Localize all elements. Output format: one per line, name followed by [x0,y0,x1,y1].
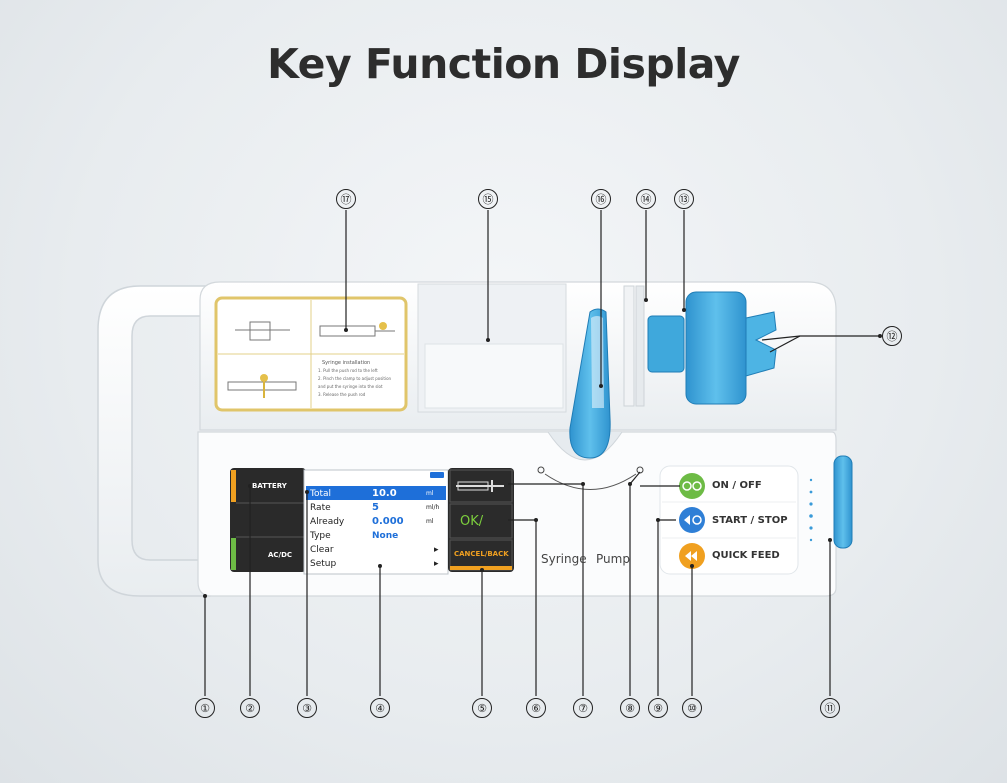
callout-7: ⑦ [573,698,593,718]
callout-4: ④ [370,698,390,718]
callout-16: ⑯ [591,189,611,209]
instruction-line: 1. Pull the push rod to the left [318,368,378,373]
instruction-line: 3. Release the push rod [318,392,366,397]
push-rod-head [647,315,685,373]
instruction-heading: Syringe installation [322,360,371,366]
callout-6: ⑥ [526,698,546,718]
callout-5: ⑤ [472,698,492,718]
start-stop-icon [679,507,705,533]
callout-14: ⑭ [636,189,656,209]
callout-9: ⑨ [648,698,668,718]
page-title: Key Function Display [267,40,740,88]
row-value: 5 [372,502,379,513]
callout-15: ⑮ [478,189,498,209]
battery-label: BATTERY [252,482,287,490]
instruction-line: 2. Pinch the clamp to adjust position [318,376,392,381]
start-stop-button[interactable]: START / STOP [712,515,788,526]
on-off-icon [679,473,705,499]
instruction-line: and put the syringe into the slot [318,384,383,389]
ok-key[interactable]: OK/ [460,514,484,529]
row-value: None [372,531,399,541]
on-off-button[interactable]: ON / OFF [712,480,762,491]
callout-3: ③ [297,698,317,718]
quick-feed-button[interactable]: QUICK FEED [712,550,780,561]
row-label: Clear [310,545,334,555]
row-unit: ▸ [434,545,439,555]
side-knob [833,455,853,549]
acdc-label: AC/DC [268,551,293,559]
row-unit: ml [426,518,434,525]
cancel-back-key[interactable]: CANCEL/BACK [454,550,509,558]
callout-10: ⑩ [682,698,702,718]
row-label: Rate [310,503,331,513]
callout-2: ② [240,698,260,718]
callout-1: ① [195,698,215,718]
row-value: 0.000 [372,516,404,527]
row-unit: ml [426,490,434,497]
row-label: Setup [310,559,337,569]
arc-line [544,473,637,490]
callout-11: ⑪ [820,698,840,718]
pump-label: Pump [596,552,630,566]
callout-8: ⑧ [620,698,640,718]
row-unit: ml/h [426,504,440,511]
row-value: 10.0 [372,488,397,499]
syringe-label: Syringe [541,552,587,566]
row-label: Already [310,517,345,527]
callout-17: ⑰ [336,189,356,209]
row-unit: ▸ [434,559,439,569]
row-label: Type [310,531,331,541]
callout-13: ⑬ [674,189,694,209]
plunger-plate [623,285,635,407]
left-key-panel [230,468,306,572]
handle [97,285,211,597]
row-label: Total [310,489,332,499]
callout-12: ⑫ [882,326,902,346]
